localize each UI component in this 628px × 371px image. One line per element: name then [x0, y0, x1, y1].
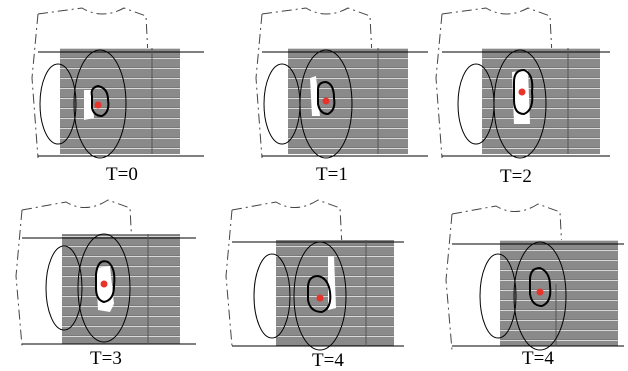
panel-label: T=0 [106, 164, 138, 185]
panel-label: T=3 [90, 348, 122, 369]
panel-t2: T=2 [435, 7, 610, 187]
grid-region [500, 240, 618, 346]
right-lung-outline [73, 49, 127, 159]
activation-marker [322, 97, 330, 105]
left-lung-outline [253, 253, 291, 339]
left-lung-outline [45, 245, 83, 331]
torso-outline-left [15, 209, 23, 347]
panel-t3: T=3 [15, 199, 196, 369]
grid-region [62, 234, 180, 344]
activation-boundary [513, 68, 534, 116]
torso-outline [37, 7, 153, 137]
panel-label: T=4 [522, 348, 554, 369]
torso-outline-left [435, 13, 443, 159]
panel-t4-b: T=4 [445, 203, 624, 369]
activation-boundary [317, 80, 336, 116]
panel-label: T=1 [316, 164, 348, 185]
grid-region [60, 48, 180, 154]
left-lung-outline [479, 253, 517, 339]
right-lung-outline [493, 49, 547, 159]
right-lung-outline [513, 241, 567, 351]
panel-t0: T=0 [31, 7, 204, 185]
torso-outline [451, 203, 567, 329]
activation-marker [94, 101, 102, 109]
left-lung-outline [39, 63, 77, 145]
panel-label: T=2 [500, 166, 532, 187]
activation-boundary [307, 274, 332, 314]
right-lung-outline [77, 233, 131, 343]
torso-outline-left [225, 209, 233, 347]
panel-label: T=4 [312, 350, 344, 371]
right-lung-outline [299, 49, 353, 159]
torso-outline-left [445, 213, 453, 351]
panel-t1: T=1 [255, 7, 428, 185]
panel-t4-a: T=4 [225, 199, 404, 371]
activation-boundary [90, 84, 110, 118]
torso-outline [261, 7, 377, 137]
torso-outline [21, 199, 137, 325]
torso-outline [231, 199, 347, 325]
activation-marker [518, 88, 526, 96]
activation-boundary [529, 266, 552, 308]
activation-boundary [95, 260, 116, 304]
activation-marker [536, 288, 544, 296]
right-lung-outline [293, 241, 347, 351]
torso-outline-left [255, 13, 263, 159]
activation-marker [100, 280, 108, 288]
activation-marker [316, 294, 324, 302]
torso-outline [441, 7, 557, 137]
torso-outline-left [31, 13, 39, 159]
